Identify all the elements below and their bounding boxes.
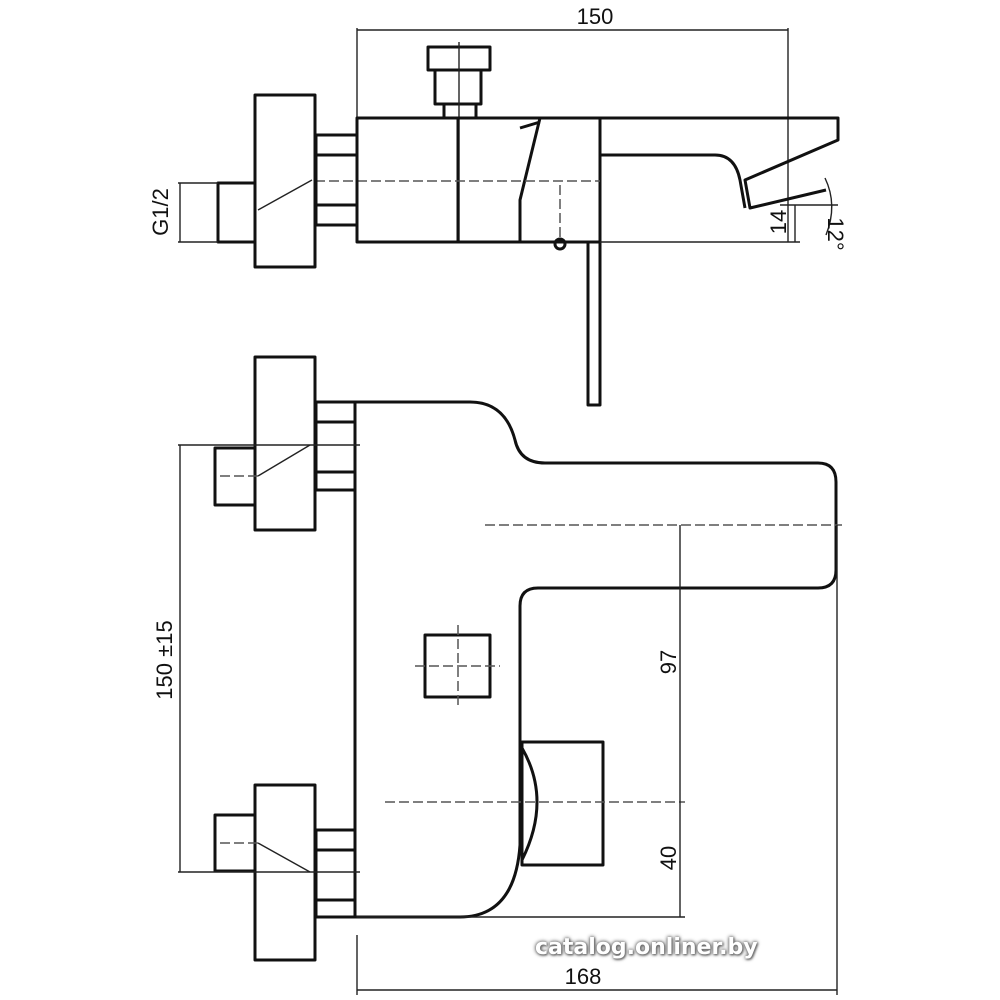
spout bbox=[357, 116, 840, 210]
diverter-height-label: 40 bbox=[656, 846, 681, 870]
nut bbox=[314, 400, 357, 424]
nut bbox=[314, 470, 357, 492]
nut bbox=[314, 203, 359, 227]
inlet-spacing-label: 150 ±15 bbox=[152, 620, 177, 699]
nut bbox=[314, 828, 357, 852]
lever-base bbox=[518, 117, 542, 242]
lever-handle bbox=[586, 240, 602, 407]
mixer-body-side bbox=[355, 116, 602, 244]
front-view: 97 40 150 ±15 168 bbox=[152, 355, 842, 995]
lever-cartridge bbox=[520, 740, 605, 867]
nut bbox=[314, 420, 357, 474]
diverter-knob-stem bbox=[433, 68, 483, 106]
nut bbox=[314, 153, 359, 207]
nut bbox=[314, 133, 359, 157]
eccentric-flange bbox=[253, 93, 317, 269]
spout-height-label: 14 bbox=[766, 210, 791, 234]
diverter-knob-neck bbox=[442, 102, 478, 120]
watermark: catalog.onliner.by bbox=[535, 935, 758, 960]
angle-arc bbox=[824, 177, 833, 236]
nut bbox=[314, 898, 357, 919]
lever-cartridge-arc bbox=[520, 747, 539, 861]
top-view: 150 G1/2 14 12° bbox=[148, 4, 848, 407]
mixer-body-front bbox=[353, 400, 838, 919]
eccentric-line bbox=[257, 179, 313, 211]
inlet-pipe bbox=[216, 181, 257, 244]
eccentric-flange-upper bbox=[253, 355, 317, 532]
eccentric-line bbox=[257, 842, 311, 873]
total-depth-label: 168 bbox=[565, 964, 602, 989]
lever-pivot bbox=[553, 237, 567, 251]
eccentric-line bbox=[257, 444, 311, 477]
thread-label: G1/2 bbox=[148, 188, 173, 236]
dim-150-label: 150 bbox=[577, 4, 614, 29]
outlet-offset-label: 97 bbox=[656, 650, 681, 674]
nut bbox=[314, 848, 357, 902]
spout-angle-label: 12° bbox=[823, 217, 848, 250]
